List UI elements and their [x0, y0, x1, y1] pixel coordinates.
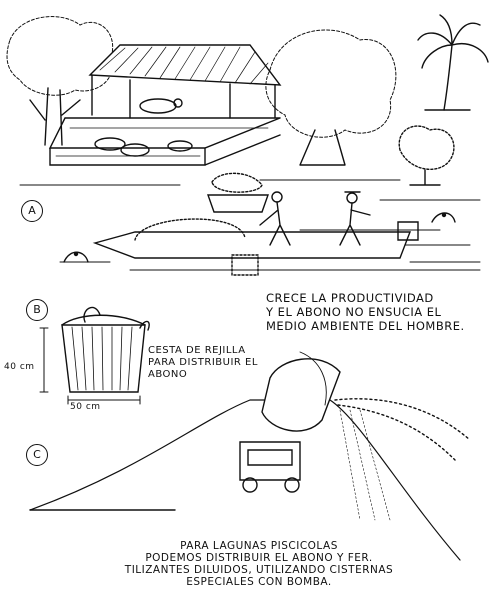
caption-c-line: PARA LAGUNAS PISCICOLAS	[180, 540, 338, 552]
caption-c-line: ESPECIALES CON BOMBA.	[186, 576, 332, 588]
section-a-marker: A	[21, 200, 43, 222]
water-lines	[19, 179, 481, 271]
caption-c-line: TILIZANTES DILUIDOS, UTILIZANDO CISTERNA…	[124, 564, 394, 576]
dimension-width: 50 cm	[70, 402, 101, 412]
wheelbarrow-icon	[207, 172, 269, 213]
caption-b: CESTA DE REJILLA PARA DISTRIBUIR EL ABON…	[148, 345, 288, 381]
basket-icon	[39, 306, 150, 405]
caption-a-line: MEDIO AMBIENTE DEL HOMBRE.	[266, 319, 465, 333]
tanker-truck-icon	[29, 351, 471, 561]
caption-c: PARA LAGUNAS PISCICOLAS PODEMOS DISTRIBU…	[84, 540, 434, 588]
bush-icon	[398, 125, 455, 186]
caption-b-line: ABONO	[148, 369, 188, 380]
caption-a-line: Y EL ABONO NO ENSUCIA EL	[266, 305, 442, 319]
pig-pen-icon	[48, 44, 282, 166]
caption-a: CRECE LA PRODUCTIVIDAD Y EL ABONO NO ENS…	[266, 291, 486, 333]
caption-b-line: CESTA DE REJILLA	[148, 345, 246, 356]
caption-b-line: PARA DISTRIBUIR EL	[148, 357, 258, 368]
caption-a-line: CRECE LA PRODUCTIVIDAD	[266, 291, 434, 305]
section-b-marker: B	[26, 299, 48, 321]
tree-left-icon	[6, 16, 114, 146]
caption-c-line: PODEMOS DISTRIBUIR EL ABONO Y FER.	[145, 552, 373, 564]
tree-center-icon	[265, 29, 397, 166]
section-c-marker: C	[26, 444, 48, 466]
fish-icon	[63, 212, 456, 263]
boat-icon	[92, 191, 419, 276]
dimension-height: 40 cm	[4, 362, 35, 372]
palm-tree-icon	[417, 14, 489, 111]
